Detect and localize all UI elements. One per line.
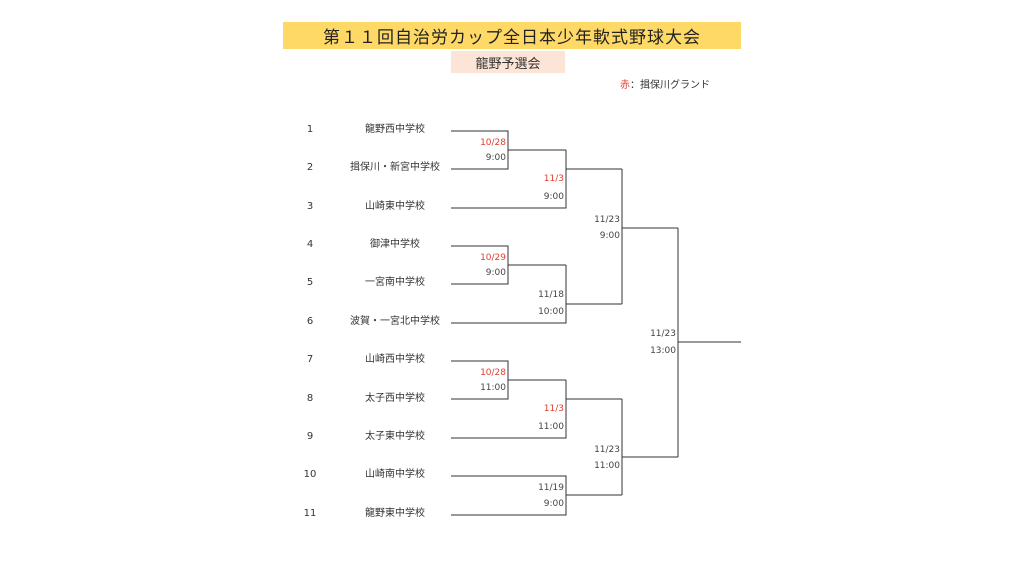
venue-legend: 赤：揖保川グランド: [620, 76, 730, 92]
match-time: 9:00: [485, 153, 506, 163]
seed-number: 7: [306, 354, 314, 365]
legend-red-mark: 赤: [620, 80, 630, 91]
bracket-connector: [451, 265, 567, 324]
tournament-title: 第１１回自治労カップ全日本少年軟式野球大会: [283, 22, 741, 49]
team-name: 龍野東中学校: [365, 508, 425, 519]
match-date: 11/23: [650, 329, 676, 339]
seed-number: 1: [306, 124, 314, 135]
match-date: 11/18: [538, 290, 564, 300]
team-name: 一宮南中学校: [365, 277, 425, 288]
qualifier-name: 龍野予選会: [451, 51, 565, 73]
seed-number: 11: [303, 508, 317, 519]
match-date: 11/23: [594, 215, 620, 225]
team-name: 波賀・一宮北中学校: [350, 316, 440, 327]
team-name: 太子東中学校: [365, 431, 425, 442]
seed-number: 3: [306, 201, 314, 212]
match-time: 9:00: [543, 499, 564, 509]
seed-number: 9: [306, 431, 314, 442]
seed-number: 2: [306, 162, 314, 173]
match-date: 10/28: [480, 368, 506, 378]
seed-number: 5: [306, 277, 314, 288]
match-time: 10:00: [538, 307, 564, 317]
match-time: 11:00: [480, 383, 506, 393]
team-name: 御津中学校: [370, 239, 420, 250]
match-time: 13:00: [650, 346, 676, 356]
team-name: 龍野西中学校: [365, 124, 425, 135]
match-date: 11/3: [543, 174, 564, 184]
team-name: 太子西中学校: [365, 393, 425, 404]
match-date: 11/3: [543, 404, 564, 414]
legend-text: ：揖保川グランド: [630, 80, 710, 91]
match-date: 10/29: [480, 253, 506, 263]
match-date: 10/28: [480, 138, 506, 148]
seed-number: 4: [306, 239, 314, 250]
match-date: 11/23: [594, 445, 620, 455]
seed-number: 10: [303, 469, 317, 480]
match-time: 9:00: [599, 231, 620, 241]
match-date: 11/19: [538, 483, 564, 493]
match-time: 9:00: [485, 268, 506, 278]
match-time: 9:00: [543, 192, 564, 202]
team-name: 山崎西中学校: [365, 354, 425, 365]
team-name: 揖保川・新宮中学校: [350, 162, 440, 173]
seed-number: 8: [306, 393, 314, 404]
team-name: 山崎東中学校: [365, 201, 425, 212]
match-time: 11:00: [594, 461, 620, 471]
team-name: 山崎南中学校: [365, 469, 425, 480]
seed-number: 6: [306, 316, 314, 327]
match-time: 11:00: [538, 422, 564, 432]
